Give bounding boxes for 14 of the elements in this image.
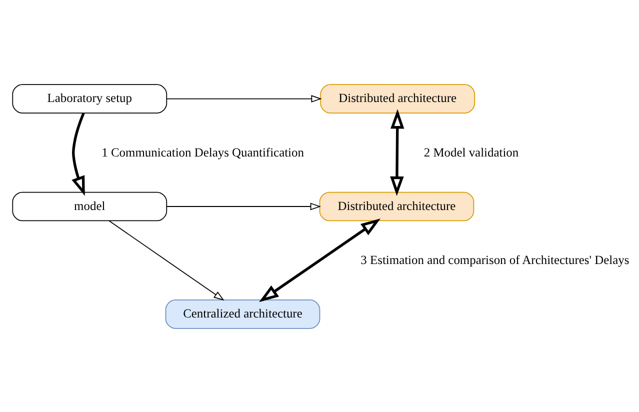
arrow: [166, 202, 322, 210]
node-box: Distributed architecture: [320, 84, 476, 113]
arrow: [259, 218, 381, 302]
edge-label: 1 Communication Delays Quantification: [102, 144, 304, 159]
node-box: Distributed architecture: [319, 191, 474, 221]
arrow: [108, 220, 224, 300]
node-box: Centralized architecture: [165, 299, 320, 328]
arrow: [390, 108, 404, 196]
edge-label: 2 Model validation: [424, 144, 519, 159]
arrow: [166, 94, 322, 102]
edge-label: 3 Estimation and comparison of Architectures' Delays: [360, 252, 630, 267]
arrow: [72, 112, 85, 196]
node-box: Laboratory setup: [12, 84, 168, 113]
node-box: model: [12, 191, 168, 221]
